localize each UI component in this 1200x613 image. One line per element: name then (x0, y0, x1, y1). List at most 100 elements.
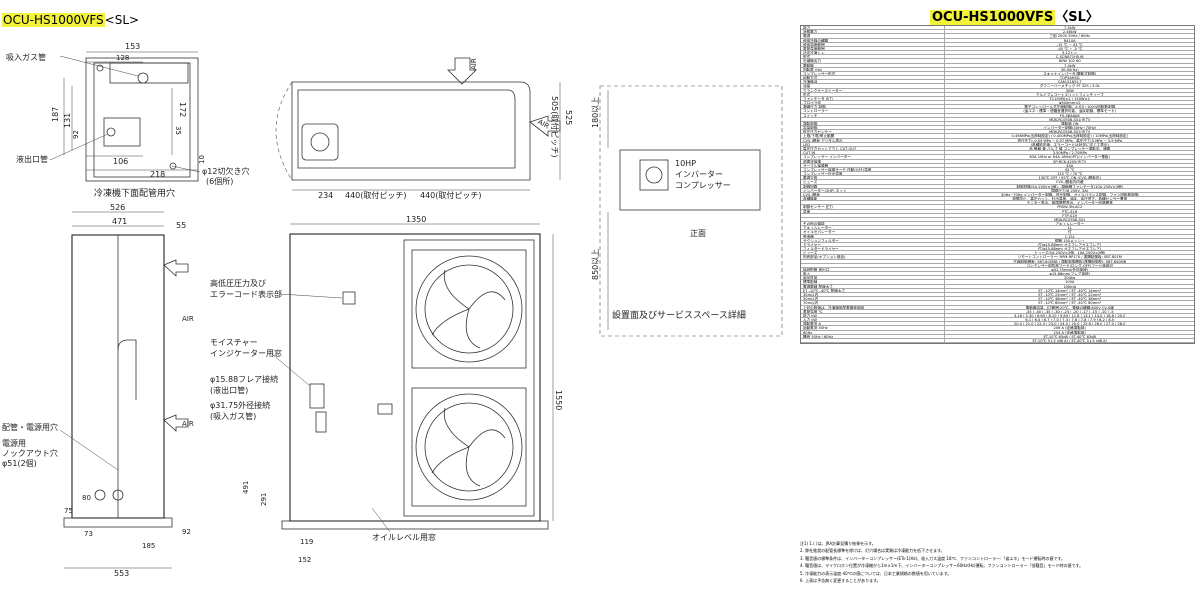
spec-item-value: 運転時 ON (1061, 121, 1079, 126)
spec-note: 2. 弊社推奨の配管長標準を除けば、灯穴場合は実質は冷凍能力を低下させます。 (800, 548, 945, 554)
dim-234: 234 (318, 191, 333, 200)
spec-item-label: 電源電線 配線太さ (801, 284, 946, 288)
spec-item-label: 運転電流 A (801, 322, 946, 326)
knockout-hole-2 (112, 489, 124, 501)
dim-106: 106 (113, 157, 128, 166)
spec-row: CUT IN 3.50MPa / 2.70MPa (801, 151, 1194, 156)
spec-item-label: サーマル保護器 (801, 163, 946, 167)
spec-item-value: ET-10℃ 51.5 (dB A) / ET-40℃ 51.5 (dB A) (1032, 338, 1107, 343)
spec-item-value: 30W (1065, 88, 1074, 92)
service-space-boundary (599, 85, 783, 337)
spec-item-value: PTC-S1H (1062, 209, 1078, 213)
spec-item-label (801, 117, 946, 121)
spec-item-label (801, 338, 946, 343)
front-view: 1350 1550 491 291 119 152 高低圧圧力及び エラーコード… (210, 215, 563, 564)
spec-item-label: 低圧圧力センサー (801, 130, 946, 134)
front-view-body (289, 233, 541, 522)
liquid-port-hole (106, 127, 116, 137)
air-arrow-side-upper (163, 259, 189, 277)
label-knockout-2: ノックアウト穴 (2, 448, 58, 458)
cut-hole-2 (96, 64, 104, 72)
spec-item-label: 消費電力 (801, 30, 946, 34)
spec-item-value: CVS-J基板内内蔵 (1055, 180, 1084, 184)
spec-item-label: 電動機 (801, 63, 946, 67)
spec-item-label: プロペラ径 (801, 101, 946, 105)
spec-item-label: ET -10℃ -40℃ 配線太さ (801, 288, 946, 292)
spec-item-label: 使用温度範囲 (801, 42, 946, 46)
bottom-slot-upper (109, 62, 189, 84)
spec-item-label: コントローラー (801, 109, 946, 113)
spec-item-value: モニター表示、故障履歴表示、インバーター回路異常 (1026, 201, 1113, 205)
label-moisture-2: インジケーター用窓 (210, 348, 282, 358)
spec-item-value: 2.46kW (1062, 30, 1077, 34)
fan-grille-upper (411, 249, 527, 369)
spec-row: 運転制御運転時 ON (801, 121, 1194, 127)
spec-item-label: インバーター(2HP) ネット (801, 188, 946, 192)
spec-item-value: -45 | -40 | -35 | -30 | -25 | -20 | -17 … (1025, 309, 1114, 313)
spec-row: FTP-S1H (801, 213, 1194, 218)
spec-item-value: 3.50MPa / 2.70MPa (1052, 151, 1087, 155)
side-view-base (63, 517, 173, 528)
spec-row: コントローラー(省エネ・標準・低騒音選択可能、油戻制御、標準モード) (801, 109, 1194, 114)
dim-553: 553 (114, 569, 129, 578)
spec-item-value: 115 ℃ / 70 ℃ (1057, 172, 1083, 176)
label-suction-port: 吸入ガス管 (6, 52, 46, 62)
spec-item-label: コンプレッサー保護サーモ 作動(OFF)温度 (801, 167, 946, 172)
spec-item-label: 50m以内 (801, 297, 946, 301)
dim-119: 119 (300, 538, 313, 546)
spec-item-label: コンプレッサー形式 (801, 71, 946, 76)
spec-item-label (801, 201, 946, 205)
pressure-display-window (342, 291, 356, 305)
spec-item-label (801, 213, 946, 217)
bottom-plate-outline (85, 57, 199, 182)
spec-row: CVS-J基板 デジタル表示低圧圧力:-0.09 MPa ~ 0.97 MPa、… (801, 138, 1194, 143)
spec-item-label: クランクケースヒーター (801, 88, 946, 92)
spec-item-value: 100mA (1063, 284, 1077, 288)
spec-item-value: リモートコントローラー: RPM-RP170 / 遠隔制御板: SBT-801M (1017, 255, 1122, 259)
spec-row: MDK-RC0508-S01 (801, 217, 1194, 223)
spec-row: 制御回路制御回路(5A 250V×3個)、凝縮器ファンモータ(10A 250V×… (801, 184, 1194, 189)
spec-item-label: 形式 (801, 92, 946, 96)
spec-item-value: 付(φ15.88mm オスフレアオスフレア) (1038, 242, 1102, 247)
spec-row: ドライヤー付(φ15.88mm オスフレアオスフレア) (801, 242, 1194, 248)
spec-row: 油量ダフニーハーメチック FF 32S / 3.0L (801, 84, 1194, 89)
spec-item-value: φ31.75mm(外径接続) (1051, 267, 1089, 272)
fan-grille-lower (411, 387, 527, 507)
spec-item-label: CUT IN (801, 151, 946, 155)
dim-pitch-right: 440(取付ピッチ) (420, 190, 482, 200)
spec-item-label: 入力 kW (801, 318, 946, 322)
spec-item-label: CVS-J基板 デジタル表示 (801, 138, 946, 142)
spec-item-label: 別売部品(オプション部品) (801, 255, 946, 259)
spec-row: サクションフィルター銅管 150メッシュ (801, 238, 1194, 243)
spec-item-value: 63A 10Hz or 64A 18Hz(IPT)(インバーター基板) (1029, 155, 1110, 159)
spec-row: 使用温度範囲-15 ℃ ~ 43 ℃ (801, 42, 1194, 47)
dim-73: 73 (84, 530, 93, 538)
spec-item-label: 上限/下限/帯止動開 (801, 134, 946, 138)
spec-item-label: 法定冷凍トン (801, 51, 946, 55)
spec-row: オイルセパレーター付 (801, 230, 1194, 235)
spec-note: 注1) 1.( )は、JRA計算見積り結果を示す。 (800, 541, 876, 546)
moisture-window (377, 403, 393, 415)
dim-218: 218 (150, 170, 165, 179)
cut-hole-1 (169, 162, 177, 170)
dim-185: 185 (142, 542, 155, 550)
spec-row: 電源三相 200V 50Hz / 60Hz (801, 34, 1194, 39)
dim-152: 152 (298, 556, 311, 564)
model-title-left: OCU-HS1000VFS<SL> (2, 13, 139, 27)
spec-item-value: TC150PA×2 / 150W×2 (1049, 96, 1090, 101)
spec-item-value: φ500mm×2 (1058, 101, 1081, 105)
top-view-access-plate (301, 123, 339, 161)
spec-row: インバーター(2HP) ネット閉路圧力(8 250V, 3A) (801, 188, 1194, 193)
